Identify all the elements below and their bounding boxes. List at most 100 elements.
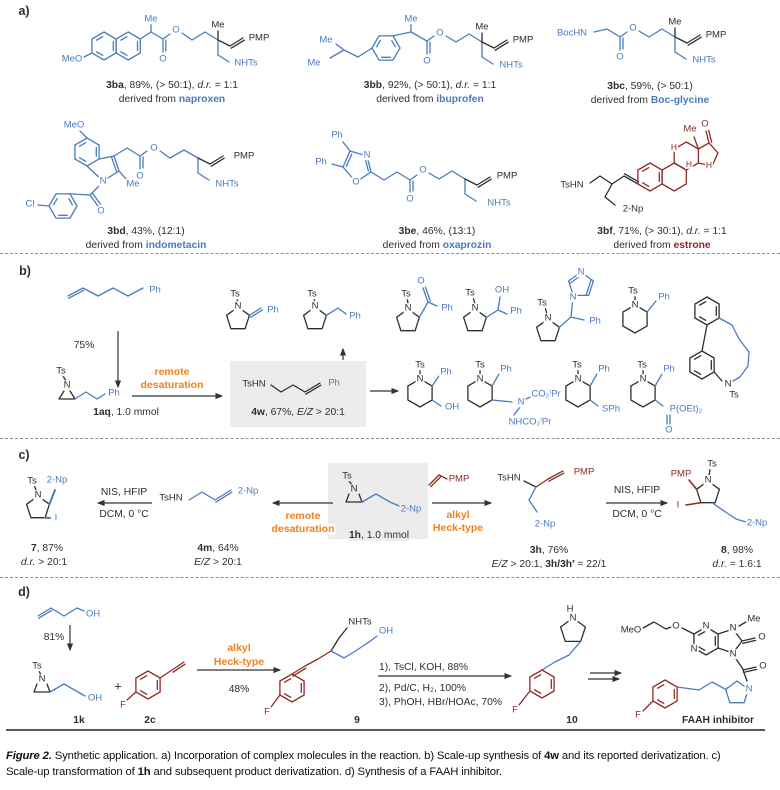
section-label-b: b) [18, 263, 32, 278]
chem-label: N [701, 620, 711, 632]
molecule-9-aryl [270, 650, 332, 708]
chem-label: PMP [572, 466, 596, 478]
chem-label: NHTs [347, 616, 373, 628]
molecule-2c [126, 661, 186, 701]
arrows-b [114, 331, 400, 400]
text-part: indometacin [145, 239, 207, 251]
chem-label: O [135, 170, 145, 182]
text-part: ibuprofen [436, 93, 484, 105]
chem-label: Ph [107, 387, 121, 399]
chem-label: Ts [400, 288, 412, 300]
chem-label: PMP [495, 170, 519, 182]
molecule-3bb [329, 23, 494, 65]
caption-line-1: Figure 2. Synthetic application. a) Inco… [6, 748, 776, 764]
text-part: 3bd [107, 225, 126, 237]
molecule-3h-vinyl [535, 470, 565, 488]
compound-ez-3h: E/Z > 20:1, 3h/3h′ = 22/1 [490, 558, 608, 571]
compound-caption-7: 7, 87% [29, 543, 65, 555]
molecule-3bf-estrone [637, 129, 719, 192]
text-part: , 43%, (12:1) [125, 225, 185, 237]
chem-label: Ts [474, 359, 486, 371]
text-part: E/Z [194, 556, 211, 568]
chem-label: O [149, 142, 159, 154]
text-part: = 1.6:1 [726, 558, 762, 570]
compound-caption-3bb: 3bb, 92%, (> 50:1), d.r. = 1:1 [362, 79, 498, 92]
compound-caption-faah: FAAH inhibitor [680, 714, 756, 727]
chem-label: desaturation [139, 378, 205, 391]
text-part: and its reported derivatization. c) [558, 750, 721, 762]
text-part: FAAH inhibitor [681, 714, 755, 726]
text-part: 3bb [363, 79, 383, 91]
chem-label: TsHN [559, 179, 585, 191]
compound-ez-4m: E/Z > 20:1 [193, 556, 243, 569]
compound-caption-3bf: 3bf, 71%, (> 30:1), d.r. = 1:1 [596, 225, 728, 238]
molecule-1k [33, 670, 51, 693]
text-part: Scale-up transformation of [6, 766, 138, 778]
chem-label: N [62, 379, 72, 391]
chem-label: 2-Np [745, 517, 769, 529]
chem-label: O [758, 660, 768, 672]
text-part: derived from [590, 94, 651, 106]
text-part: , 92%, (> 50:1), [382, 79, 456, 91]
chem-label: N [703, 474, 713, 486]
text-part: , 71%, (> 30:1), [612, 225, 687, 237]
compound-caption-4w: 4w, 67%, E/Z > 20:1 [250, 407, 346, 419]
molecule-3ba [83, 23, 230, 63]
chem-label: N [403, 302, 413, 314]
chem-label: DCM, 0 °C [611, 508, 663, 521]
compound-caption-2c: 2c [143, 715, 157, 727]
chem-label: H [669, 141, 679, 152]
chem-label: N [543, 312, 553, 324]
chem-label: Me [667, 16, 683, 28]
chem-label: NIS, HFIP [612, 484, 662, 497]
text-part: , 89%, (> 50:1), [123, 79, 198, 91]
panel-d-structures [6, 607, 765, 731]
products-rings [225, 294, 723, 408]
chem-label: N [98, 175, 108, 187]
chem-label: N [33, 489, 43, 501]
chem-label: MeO [619, 624, 643, 636]
chem-label: N [349, 483, 359, 495]
compound-origin-3ba: derived from naproxen [117, 93, 227, 106]
text-part: d.r. [197, 79, 212, 91]
chem-label: N [723, 378, 733, 390]
chem-label: 2-Np [236, 485, 260, 497]
chem-label: O [418, 164, 428, 176]
text-part: derived from [118, 93, 179, 105]
molecule-vinylpmp [428, 474, 448, 488]
compound-caption-3be: 3be, 46%, (13:1) [397, 226, 477, 238]
chem-label: 2-Np [399, 503, 423, 515]
chem-label: I [53, 512, 59, 524]
chem-label: PMP [247, 32, 271, 44]
molecule-3bc [593, 28, 687, 60]
chem-label: N [744, 683, 754, 695]
molecule-butenol [37, 607, 85, 619]
chem-label: N [362, 149, 372, 161]
chem-label: N [233, 300, 243, 312]
molecule-4m [188, 489, 233, 503]
compound-origin-3bd: derived from indometacin [84, 239, 208, 252]
caption-line-2: Scale-up transformation of 1h and subseq… [6, 764, 776, 780]
text-part: oxaprozin [442, 239, 492, 251]
chem-label: Me [746, 613, 762, 625]
chem-label: O [96, 205, 106, 217]
chem-label: Ts [55, 365, 67, 377]
chem-label: Ts [414, 359, 426, 371]
molecule-3h-chain [528, 486, 538, 513]
molecule-10-aryl [518, 669, 555, 706]
chem-label: 75% [72, 339, 96, 352]
molecule-10-ring [559, 617, 587, 643]
text-part: d.r. [712, 558, 727, 570]
molecule-3be-tail [464, 176, 492, 188]
text-part: , 1.0 mmol [110, 406, 159, 418]
text-part: 3h/3h′ [545, 558, 575, 570]
chem-label: 1), TsCl, KOH, 88% [378, 661, 470, 674]
chem-label: N [728, 648, 738, 660]
compound-origin-3bc: derived from Boc-glycine [589, 94, 711, 107]
chem-label: Ph [348, 310, 362, 322]
molecule-3bf-chain [589, 173, 640, 206]
panel-c-structures [25, 463, 747, 539]
chem-label: Ph [588, 315, 602, 327]
chem-label: Ts [26, 475, 38, 487]
text-part: 10 [566, 714, 578, 726]
